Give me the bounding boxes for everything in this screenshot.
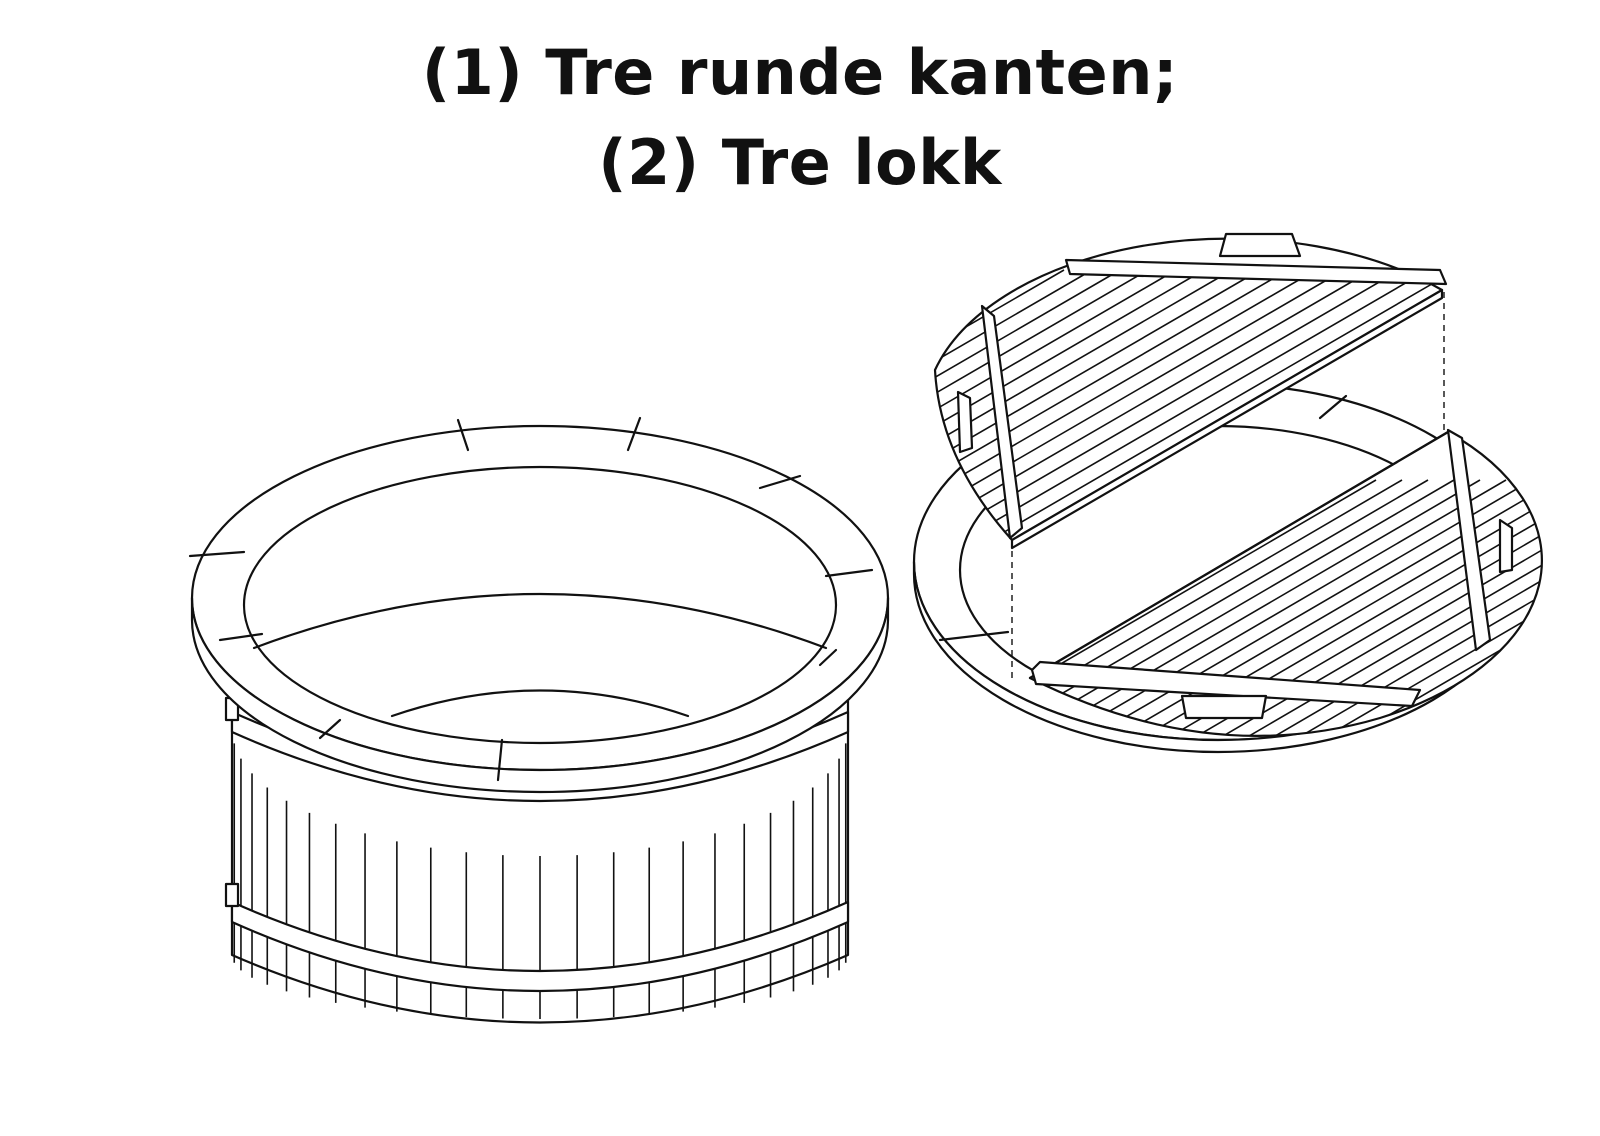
lid-half-lower (1028, 428, 1543, 737)
title-line-1: (1) Tre runde kanten; (421, 36, 1179, 109)
hinge-bottom-icon (224, 882, 240, 908)
lid-handle-top-icon (1218, 232, 1302, 258)
lid-handle-front-icon (1180, 694, 1268, 720)
lid-handle-side-icon (1498, 518, 1514, 574)
tub-round-rim (188, 416, 890, 794)
tub-bottom-band (230, 900, 850, 993)
lid-half-upper (933, 232, 1448, 550)
lid-assembly-illustration (912, 232, 1543, 754)
hot-tub-illustration (188, 416, 890, 1024)
title-line-2: (2) Tre lokk (598, 126, 1002, 199)
lid-handle-left-icon (956, 390, 974, 454)
